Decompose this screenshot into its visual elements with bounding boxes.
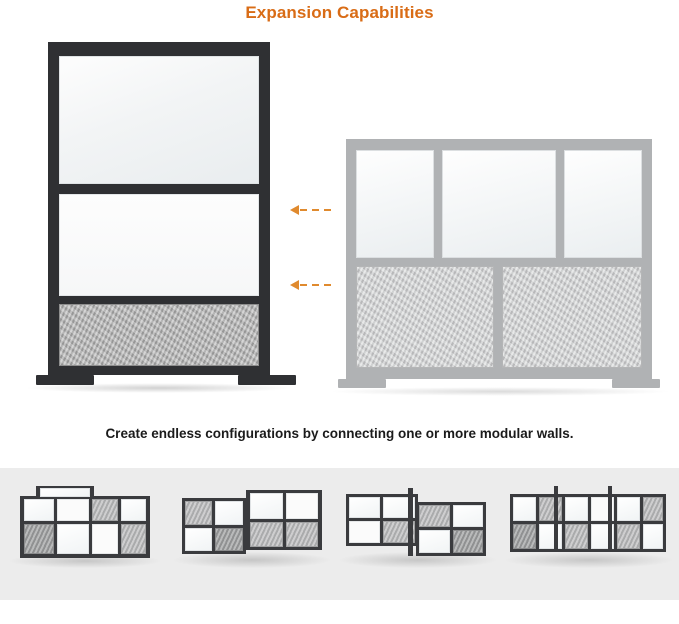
- thumb-pane: [617, 497, 640, 521]
- right-wall-foot-left: [338, 379, 386, 388]
- thumb-shadow: [340, 552, 496, 568]
- gallery-thumb-cross: [338, 468, 498, 600]
- right-wall-glass-panel-center: [442, 150, 556, 258]
- left-wall-felt-panel: [59, 304, 259, 366]
- thumb-pane: [513, 497, 536, 521]
- thumb-pane: [57, 524, 89, 554]
- arrow-head-icon: [290, 205, 299, 215]
- product-illustration: [0, 26, 679, 440]
- thumb-pane: [92, 524, 118, 554]
- thumb-post: [408, 488, 413, 556]
- thumb-shadow: [174, 552, 330, 568]
- right-wall-felt-panel-left: [356, 266, 494, 368]
- right-wall-shadow: [328, 387, 672, 396]
- thumb-pane: [286, 493, 318, 519]
- thumb-post: [608, 486, 612, 552]
- configuration-gallery: [0, 468, 679, 600]
- left-wall-foot-right: [238, 375, 296, 385]
- thumb-pane: [24, 524, 54, 554]
- thumb-pane: [349, 497, 380, 518]
- thumb-shadow: [506, 552, 672, 568]
- thumb-pane: [349, 521, 380, 543]
- left-wall-shadow: [24, 383, 294, 393]
- thumb-pane: [453, 530, 483, 553]
- thumb-pane: [539, 497, 562, 521]
- thumb-pane: [419, 530, 450, 553]
- thumb-pane: [383, 521, 415, 543]
- thumb-pane: [419, 505, 450, 527]
- left-wall-white-panel: [59, 194, 259, 296]
- thumb-pane: [383, 497, 415, 518]
- thumb-pane: [57, 499, 89, 521]
- thumb-pane: [92, 499, 118, 521]
- right-wall-foot-right: [612, 379, 660, 388]
- thumb-pane: [643, 524, 663, 549]
- footer-band: [0, 600, 679, 624]
- thumb-pane: [185, 501, 212, 525]
- thumb-pane: [215, 528, 243, 551]
- expansion-arrow-lower: [290, 279, 336, 291]
- arrow-head-icon: [290, 280, 299, 290]
- left-wall-foot-left: [36, 375, 94, 385]
- expansion-arrow-upper: [290, 204, 336, 216]
- thumb-pane: [250, 493, 283, 519]
- thumb-pane: [121, 499, 146, 521]
- thumb-frame: [510, 494, 666, 552]
- thumb-pane: [121, 524, 146, 554]
- gallery-thumb-stepped: [6, 468, 166, 600]
- arrow-dash-line: [300, 284, 334, 286]
- page-title: Expansion Capabilities: [245, 3, 434, 22]
- right-wall-felt-panel-right: [502, 266, 642, 368]
- thumb-pane: [185, 528, 212, 551]
- right-wall-glass-panel-right: [564, 150, 642, 258]
- thumb-pane: [40, 488, 90, 497]
- thumb-pane: [250, 522, 283, 547]
- thumb-pane: [643, 497, 663, 521]
- thumb-pane: [453, 505, 483, 527]
- thumb-pane: [24, 499, 54, 521]
- right-wall-glass-panel-left: [356, 150, 434, 258]
- thumb-pane: [565, 497, 588, 521]
- gallery-thumb-l-shape: [172, 468, 332, 600]
- illustration-caption: Create endless configurations by connect…: [105, 426, 574, 441]
- thumb-pane: [565, 524, 588, 549]
- arrow-dash-line: [300, 209, 334, 211]
- thumb-pane: [539, 524, 562, 549]
- gallery-thumb-cubicles: [504, 468, 674, 600]
- thumb-pane: [617, 524, 640, 549]
- thumb-pane: [513, 524, 536, 549]
- thumb-post: [554, 486, 558, 552]
- thumb-pane: [286, 522, 318, 547]
- left-modular-wall: [24, 42, 296, 393]
- thumb-pane: [215, 501, 243, 525]
- right-modular-wall: [328, 139, 672, 411]
- left-wall-glass-panel: [59, 56, 259, 184]
